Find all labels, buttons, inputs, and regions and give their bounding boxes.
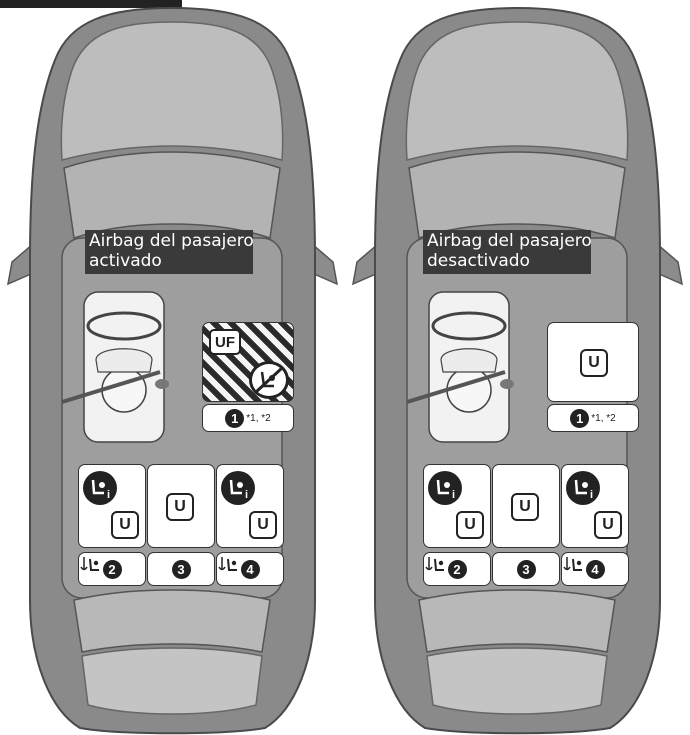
isofix-seat-icon: i [428,471,462,505]
panel-airbag-deactivated: Airbag del pasajero desactivado U 1 *1, … [345,0,690,735]
isofix-seat-icon: i [566,471,600,505]
isofix-seat-icon: i [221,471,255,505]
category-badge-u: U [580,349,608,377]
airbag-label-line1: Airbag del pasajero [427,231,587,251]
front-passenger-seat-box: U [547,322,639,402]
anchor-seat-icon [424,553,446,575]
rear-seat-left-box: i U [423,464,491,548]
rear-seat-center-box: U [492,464,560,548]
anchor-seat-icon [562,553,584,575]
rear-seat-right-number-row: 4 [216,552,284,586]
no-rear-facing-seat-icon [249,361,289,399]
seat-number-2: 2 [103,560,122,579]
category-badge-u: U [111,511,139,539]
category-badge-uf: UF [209,329,241,355]
seat-number-4: 4 [586,560,605,579]
seat-number-2: 2 [448,560,467,579]
anchor-seat-icon [79,553,101,575]
svg-text:i: i [245,489,248,501]
rear-seat-left-number-row: 2 [423,552,491,586]
category-badge-u: U [511,493,539,521]
category-badge-u: U [594,511,622,539]
rear-seat-right-box: i U [216,464,284,548]
svg-text:i: i [452,489,455,501]
category-badge-u: U [456,511,484,539]
rear-seat-left-number-row: 2 [78,552,146,586]
rear-seat-left-box: i U [78,464,146,548]
front-seat-number-row: 1 *1, *2 [547,404,639,432]
airbag-label-line1: Airbag del pasajero [89,231,249,251]
category-badge-u: U [166,493,194,521]
category-badge-u: U [249,511,277,539]
seat-number-3: 3 [517,560,536,579]
airbag-label-line2: activado [89,251,249,271]
svg-text:i: i [107,489,110,501]
seat-number-3: 3 [172,560,191,579]
seat-number-1: 1 [570,409,589,428]
seat-number-4: 4 [241,560,260,579]
isofix-seat-icon: i [83,471,117,505]
rear-seat-right-box: i U [561,464,629,548]
anchor-seat-icon [217,553,239,575]
airbag-status-label: Airbag del pasajero desactivado [423,230,591,274]
front-seat-number-row: 1 *1, *2 [202,404,294,432]
rear-seat-right-number-row: 4 [561,552,629,586]
rear-seat-center-number-row: 3 [492,552,560,586]
front-passenger-seat-box: UF [202,322,294,402]
airbag-status-label: Airbag del pasajero activado [85,230,253,274]
rear-seat-center-number-row: 3 [147,552,215,586]
rear-seat-center-box: U [147,464,215,548]
airbag-label-line2: desactivado [427,251,587,271]
panel-airbag-activated: Airbag del pasajero activado UF 1 *1, *2 [0,0,345,735]
front-seat-note: *1, *2 [246,413,270,424]
seat-number-1: 1 [225,409,244,428]
front-seat-note: *1, *2 [591,413,615,424]
svg-text:i: i [590,489,593,501]
